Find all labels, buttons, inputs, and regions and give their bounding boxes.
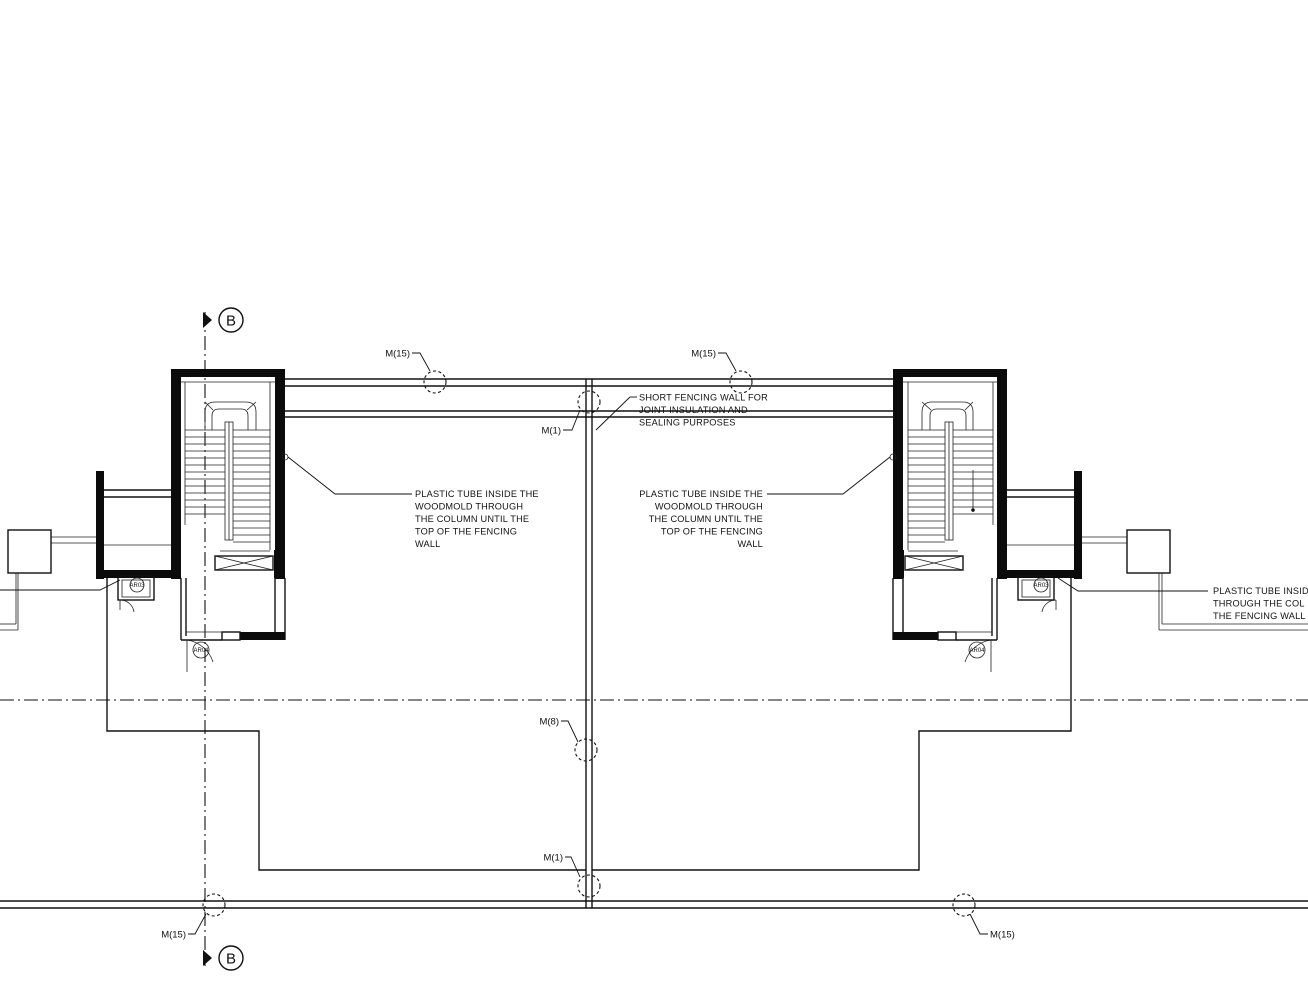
fence-bottom — [0, 900, 1308, 909]
tag-leaders — [188, 352, 988, 935]
grid-marker-b-top: B — [203, 307, 244, 333]
note-line: SHORT FENCING WALL FOR — [639, 393, 768, 403]
note-plastic-tube-left: PLASTIC TUBE INSIDE THE WOODMOLD THROUGH… — [415, 489, 539, 549]
note-line: WOODMOLD THROUGH — [655, 502, 763, 512]
tag-m1-top: M(1) — [541, 426, 561, 437]
note-line: THE FENCING WALL — [1213, 611, 1306, 621]
building-outline-left — [106, 578, 586, 871]
stair-tower-right — [892, 369, 1127, 672]
stair-tower-left — [51, 369, 286, 672]
grid-marker-b-bottom: B — [203, 945, 244, 971]
party-wall-center — [585, 379, 593, 908]
note-short-fencing: SHORT FENCING WALL FOR JOINT INSULATION … — [639, 393, 768, 428]
note-line: SEALING PURPOSES — [639, 418, 736, 428]
detail-markers — [202, 370, 976, 917]
grid-label-bottom: B — [226, 951, 236, 968]
note-line: WALL — [738, 539, 763, 549]
note-line: PLASTIC TUBE INSIDE THE — [415, 489, 539, 499]
note-line: TOP OF THE FENCING — [661, 527, 763, 537]
note-plastic-tube-middle: PLASTIC TUBE INSIDE THE WOODMOLD THROUGH… — [639, 489, 763, 549]
tag-m15-top-right: M(15) — [691, 349, 716, 360]
tag-m15-top-left: M(15) — [385, 349, 410, 360]
note-line: WALL — [415, 539, 440, 549]
grid-label-top: B — [226, 313, 236, 330]
note-line: JOINT INSULATION AND — [639, 405, 748, 415]
note-line: WOODMOLD THROUGH — [415, 502, 523, 512]
tag-m8-center: M(8) — [539, 717, 559, 728]
door-tag-left-small: AR03 — [129, 583, 145, 589]
door-tags: AR04 AR03 AR04 AR03 — [129, 583, 1049, 654]
ac-unit-right — [1057, 529, 1308, 631]
ac-unit-left — [0, 529, 121, 631]
fence-top — [285, 378, 893, 418]
building-outline-right — [592, 578, 1072, 871]
note-line: THROUGH THE COL — [1213, 599, 1305, 609]
note-line: PLASTIC TUBE INSIDE THE — [639, 489, 763, 499]
tag-m15-bottom-left: M(15) — [161, 930, 186, 941]
door-tag-right-small: AR03 — [1033, 583, 1049, 589]
tags: M(15) M(15) M(1) M(8) M(1) M(15) M(15) — [161, 349, 1015, 941]
door-tag-left-main: AR04 — [193, 648, 209, 654]
tag-m15-bottom-right: M(15) — [990, 930, 1015, 941]
note-line: PLASTIC TUBE INSIDE — [1213, 586, 1308, 596]
note-line: TOP OF THE FENCING — [415, 527, 517, 537]
note-line: THE COLUMN UNTIL THE — [415, 514, 529, 524]
note-plastic-tube-right: PLASTIC TUBE INSIDE THROUGH THE COL THE … — [1213, 586, 1308, 621]
door-tag-right-main: AR04 — [969, 648, 985, 654]
tag-m1-bottom: M(1) — [543, 853, 563, 864]
note-line: THE COLUMN UNTIL THE — [649, 514, 763, 524]
